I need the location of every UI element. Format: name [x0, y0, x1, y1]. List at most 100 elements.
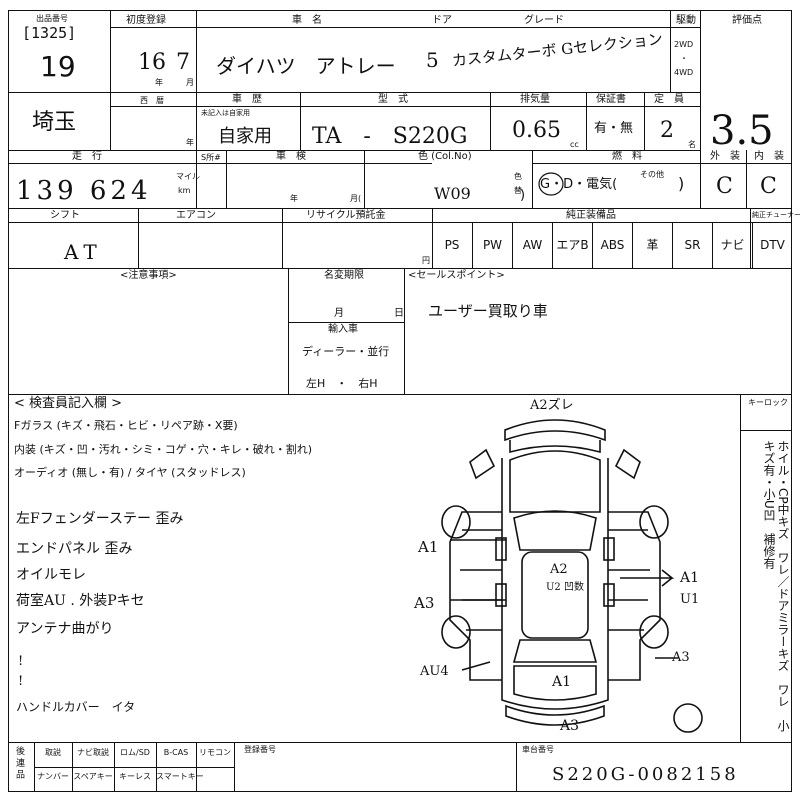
- equipment-item: ABS: [592, 222, 632, 268]
- sales-point: ユーザー買取り車: [428, 302, 548, 320]
- fuel-options: G・D・電気(: [540, 177, 618, 192]
- color-close: ): [520, 188, 526, 203]
- equipment-item: エアB: [552, 222, 592, 268]
- equipment-label: 純正装備品: [566, 210, 616, 221]
- diagram-right-mid-sub: U1: [680, 592, 700, 607]
- import-label: 輸入車: [328, 324, 358, 335]
- name-change-label: 名変期限: [324, 270, 364, 281]
- first-reg-label: 初度登録: [126, 15, 166, 26]
- interior: C: [760, 174, 777, 199]
- recycle-label: リサイクル預託金: [306, 210, 386, 221]
- keylock-label: キーロック: [748, 398, 788, 407]
- plate-type-label: 車 歴: [232, 94, 262, 105]
- reg-number-label: 登録番号: [244, 745, 276, 754]
- side-note: ホイル・CP中キズ ワレ／ドアミラーキズ ワレ 小キズ有・小U凹 補修有: [762, 440, 790, 732]
- lot-code: [1325]: [22, 24, 77, 42]
- sheet-frame: [8, 10, 792, 792]
- inspection-year-unit: 年: [290, 194, 298, 203]
- fuel-g-circle: [538, 172, 564, 196]
- car-name-label: 車 名: [292, 15, 322, 26]
- capacity-label: 定 員: [654, 94, 684, 105]
- diagram-center-label: A2: [550, 562, 568, 577]
- car-damage-diagram: [441, 419, 703, 733]
- equipment-item: ナビ: [712, 222, 752, 268]
- era-year-unit: 年: [186, 138, 194, 147]
- exterior-label: 外 装: [710, 151, 740, 162]
- diagram-left-mid-label: A1: [418, 538, 439, 556]
- doors: 5: [426, 48, 439, 72]
- warranty: 有・無: [594, 121, 634, 136]
- diagram-bottom-label: A3: [560, 718, 580, 734]
- diagram-center-sub: U2 凹数: [546, 582, 584, 593]
- note-line: アンテナ曲がり: [16, 621, 114, 637]
- displacement-label: 排気量: [520, 94, 550, 105]
- note-line: !: [18, 674, 24, 689]
- interior-line: 内装 (キズ・凹・汚れ・シミ・コゲ・穴・キレ・破れ・割れ): [14, 443, 313, 456]
- shift-label: シフト: [50, 210, 80, 221]
- yen-unit: 円: [422, 256, 430, 265]
- model: TA - S220G: [312, 124, 468, 149]
- shift: AT: [64, 240, 103, 264]
- fuel-color-sub: 替: [514, 186, 522, 195]
- sales-point-label: <セールスポイント>: [408, 270, 505, 281]
- footer-item: リモコン: [199, 748, 231, 757]
- capacity: 2: [660, 118, 674, 143]
- interior-label: 内 装: [754, 151, 784, 162]
- caution-label: <注意事項>: [120, 270, 177, 281]
- car-name: ダイハツ アトレー: [216, 54, 396, 78]
- note-line: 左Fフェンダーステー 歪み: [16, 511, 184, 527]
- meter-label: S所#: [201, 153, 221, 162]
- footer-item: キーレス: [119, 772, 151, 781]
- glass-line: Fガラス (キズ・飛石・ヒビ・リペア跡・X要): [14, 419, 238, 432]
- lot-number: 19: [40, 50, 76, 83]
- mileage: 139 624: [16, 176, 152, 206]
- mile-unit: マイル: [176, 172, 200, 181]
- cc-unit: cc: [570, 140, 579, 149]
- equipment-extra-label: 純正チューナー等: [752, 211, 800, 219]
- era-label: 西 暦: [140, 96, 164, 105]
- equipment-item: PS: [444, 238, 460, 252]
- grade-label: グレード: [524, 15, 564, 26]
- footer-item: スペアキー: [73, 772, 113, 781]
- lot-label: 出品番号: [36, 14, 68, 23]
- plate-type: 自家用: [218, 126, 272, 147]
- color-label: 色 (Col.No): [418, 151, 472, 162]
- name-change-day: 日: [394, 308, 404, 319]
- chassis-label: 車台番号: [522, 745, 554, 754]
- aircon-label: エアコン: [176, 210, 216, 221]
- warranty-label: 保証書: [596, 94, 626, 105]
- diagram-right-mid-label: A1: [680, 570, 700, 586]
- model-label: 型 式: [378, 94, 408, 105]
- inspection-label: 車 検: [276, 151, 306, 162]
- note-line: オイルモレ: [16, 567, 86, 583]
- import-dealer: ディーラー・並行: [302, 345, 390, 358]
- score: 3.5: [710, 108, 774, 154]
- first-reg-month: 7: [176, 50, 190, 75]
- note-line: 荷室AU . 外装Pキセ: [16, 593, 145, 609]
- footer-item: ロム/SD: [120, 748, 150, 757]
- displacement: 0.65: [512, 118, 561, 143]
- capacity-unit: 名: [688, 140, 696, 149]
- footer-item: ナビ取説: [77, 748, 109, 757]
- chassis-number: S220G-0082158: [552, 764, 739, 785]
- diagram-left-low-label: A3: [414, 594, 435, 612]
- inspector-title: < 検査員記入欄 >: [14, 396, 123, 411]
- km-unit: km: [178, 186, 191, 195]
- equipment-item: 革: [632, 222, 672, 268]
- drive-label: 駆動: [676, 15, 696, 26]
- equipment-item: DTV: [752, 222, 792, 268]
- follow-label: 後 連 品: [14, 746, 24, 779]
- equipment-item: AW: [512, 222, 552, 268]
- diagram-rear-label: A1: [552, 674, 572, 690]
- footer-item: スマートキー: [156, 772, 204, 781]
- drive-dot: ・: [680, 54, 688, 63]
- equipment-item: PW: [472, 222, 512, 268]
- diagram-left-bottom-label: AU4: [420, 664, 449, 679]
- footer-item: B-CAS: [163, 748, 189, 757]
- exterior: C: [716, 174, 733, 199]
- footer-item: 取説: [45, 748, 61, 757]
- note-line: ハンドルカバー イタ: [16, 700, 136, 714]
- region: 埼玉: [32, 110, 77, 135]
- fuel-close: ): [678, 174, 685, 193]
- month-unit: 月: [186, 78, 194, 87]
